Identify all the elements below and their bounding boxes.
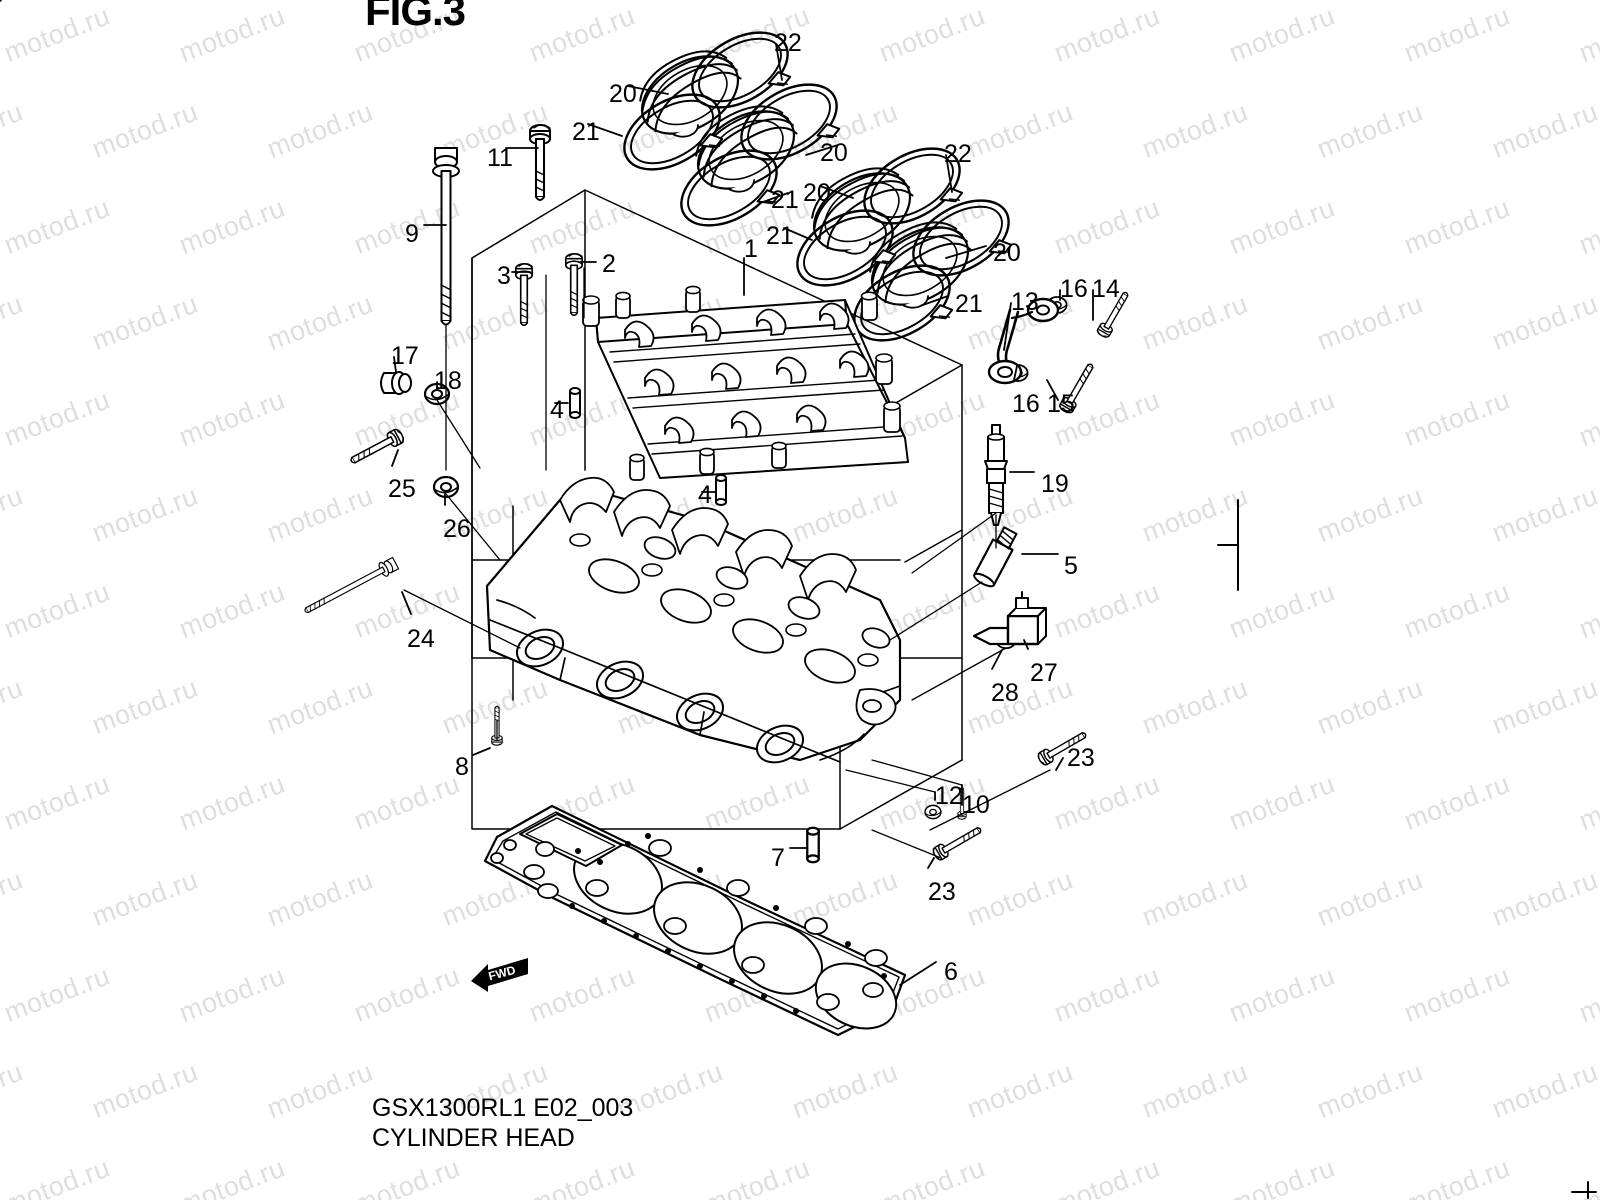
callout-bracket-bolt-lower: 15 <box>1047 390 1075 418</box>
callout-intake-pipe-clamp-large: 22 <box>944 140 972 168</box>
callout-washer: 12 <box>935 782 963 810</box>
callout-spark-plug: 19 <box>1041 470 1069 498</box>
callout-bolt-small: 10 <box>962 791 990 819</box>
callout-intake-pipe: 20 <box>803 179 831 207</box>
callout-intake-pipe-clamp: 21 <box>955 290 983 318</box>
callout-dowel-pin-lower: 4 <box>698 481 712 509</box>
callout-seal-washer: 26 <box>443 515 471 543</box>
caption-part-name: CYLINDER HEAD <box>372 1124 575 1152</box>
callout-sensor-gasket: 28 <box>991 679 1019 707</box>
callout-washer-lower: 16 <box>1012 390 1040 418</box>
callout-intake-pipe: 20 <box>609 80 637 108</box>
callout-cylinder-head-long-bolt: 9 <box>405 220 419 248</box>
callout-intake-pipe: 20 <box>820 139 848 167</box>
callout-cylinder-head-bolt-long: 24 <box>407 625 435 653</box>
callout-flange-bolt: 11 <box>487 144 513 172</box>
caption-part-code: GSX1300RL1 E02_003 <box>372 1094 634 1122</box>
callout-o-ring-seal: 18 <box>434 367 462 395</box>
callout-cylinder-head-assembly: 1 <box>744 235 758 263</box>
callout-intake-pipe-clamp: 21 <box>766 222 794 250</box>
callout-bracket-bolt-upper: 14 <box>1092 275 1120 303</box>
figure-title: FIG.3 <box>365 0 466 34</box>
callout-washer-upper: 16 <box>1060 275 1088 303</box>
callout-dowel-pin-gasket: 7 <box>771 844 785 872</box>
callout-dowel-pin-upper: 4 <box>550 396 564 424</box>
callout-bolt-medium: 25 <box>388 475 416 503</box>
callout-intake-pipe: 20 <box>993 239 1021 267</box>
callout-cap-plug: 17 <box>391 342 419 370</box>
callout-camshaft-holder-bolt-short: 3 <box>497 262 511 290</box>
svg-text:FWD: FWD <box>487 963 517 984</box>
callout-breather-pipe-bracket: 13 <box>1011 288 1039 316</box>
callout-camshaft-holder-bolt: 2 <box>602 250 616 278</box>
callout-intake-pipe-clamp-large: 22 <box>774 29 802 57</box>
callout-cylinder-head-gasket: 6 <box>944 958 958 986</box>
callout-flange-bolt-right: 23 <box>1067 744 1095 772</box>
callout-oil-pressure-switch: 5 <box>1064 552 1078 580</box>
fwd-direction-marker: FWD <box>470 955 532 995</box>
callout-intake-pipe-clamp: 21 <box>572 118 600 146</box>
callout-bolt-with-washer: 8 <box>455 753 469 781</box>
callout-flange-bolt-lower: 23 <box>928 878 956 906</box>
callout-intake-pipe-clamp: 21 <box>771 186 799 214</box>
callout-coolant-temperature-sensor: 27 <box>1030 659 1058 687</box>
